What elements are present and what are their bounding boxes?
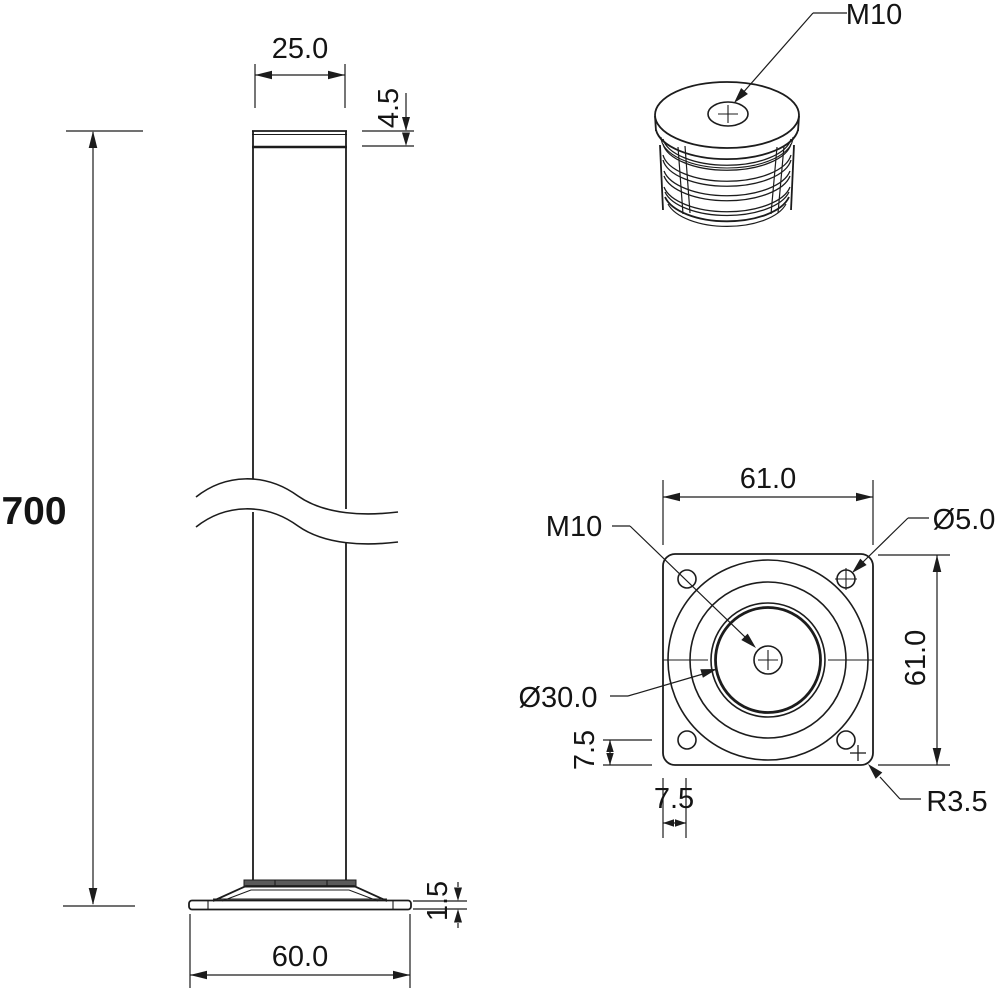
hole-diameter-callout: Ø5.0 — [852, 504, 995, 573]
dim-arrowhead — [675, 819, 686, 827]
screw-hole-bottom-left — [677, 730, 697, 750]
dim-arrowhead — [663, 492, 680, 502]
dim-arrowhead — [88, 131, 98, 148]
cap-bottom-rim-inner — [667, 203, 787, 227]
cap-flange-inner-arc — [660, 136, 794, 169]
dim-plate-width-label: 61.0 — [740, 463, 796, 495]
dim-arrowhead — [856, 492, 873, 502]
cap-fin — [663, 175, 791, 202]
leader-arrowhead — [734, 88, 748, 103]
dim-plate-height-label: 61.0 — [900, 630, 932, 686]
leader-arrowhead — [700, 669, 717, 678]
plate-thread-callout: M10 — [546, 511, 756, 648]
dim-base-width-label: 60.0 — [272, 941, 328, 973]
dim-arrowhead — [663, 819, 674, 827]
dim-arrowhead — [328, 70, 345, 80]
cap-thread-callout: M10 — [734, 0, 902, 103]
corner-radius-label: R3.5 — [926, 786, 987, 818]
dim-base-plate-thickness: 1.5 — [413, 881, 467, 928]
dim-hole-offset-horizontal: 7.5 — [654, 778, 694, 838]
cap-flange-bottom-arc — [655, 129, 799, 161]
leader-line — [627, 673, 704, 697]
cap-top-face — [654, 81, 800, 149]
dim-top-width: 25.0 — [254, 33, 346, 108]
dim-arrowhead — [606, 740, 614, 752]
dim-arrowhead — [932, 748, 942, 765]
foot-dome-outline — [212, 885, 388, 902]
cap-thread-label: M10 — [846, 0, 902, 31]
dim-plate-width: 61.0 — [662, 463, 874, 545]
leader-line — [879, 776, 901, 800]
dim-plate-height: 61.0 — [878, 554, 950, 766]
dim-arrowhead — [932, 555, 942, 572]
leader-arrowhead — [868, 764, 883, 779]
cap-fin — [662, 143, 792, 171]
tube-outer-circle — [710, 602, 826, 718]
leader-line — [629, 525, 746, 638]
cap-bottom-rim — [664, 196, 790, 223]
screw-hole-top-left — [677, 569, 697, 589]
cap-vertical-rib — [777, 145, 785, 214]
corner-radius-callout: R3.5 — [868, 764, 988, 818]
dim-arrowhead — [402, 132, 410, 146]
dim-arrowhead — [454, 909, 462, 923]
cap-body-right-edge — [790, 144, 795, 211]
dim-total-height-label: 700 — [1, 490, 66, 533]
tube-inner-circle — [714, 606, 822, 714]
dim-arrowhead — [393, 970, 410, 980]
leader-line — [740, 12, 814, 96]
leader-arrowhead — [741, 633, 756, 648]
plate-top-view: 61.0 61.0 7.5 7.5 — [519, 463, 995, 838]
screw-hole-bottom-right — [836, 730, 856, 750]
dim-hole-offset-vertical-label: 7.5 — [569, 730, 601, 770]
center-thread-hole — [753, 645, 783, 675]
cap-fin — [662, 138, 792, 166]
plate-thread-label: M10 — [546, 511, 602, 543]
dim-arrowhead — [606, 753, 614, 765]
dim-top-width-label: 25.0 — [272, 33, 328, 65]
dim-arrowhead — [402, 117, 410, 131]
dim-cap-height: 4.5 — [362, 88, 414, 147]
cap-fin — [662, 159, 792, 187]
foot-dome-inner-line — [221, 889, 379, 902]
leader-line — [861, 517, 909, 564]
break-line-lower — [195, 508, 399, 545]
tube-diameter-label: Ø30.0 — [519, 682, 598, 714]
tube-diameter-callout: Ø30.0 — [519, 669, 717, 714]
base-plate — [188, 899, 412, 911]
cap-thread-hole — [707, 101, 749, 127]
cap-vertical-rib — [684, 145, 691, 214]
dim-base-plate-thickness-label: 1.5 — [422, 881, 454, 921]
cap-body-left-edge — [659, 144, 664, 211]
break-line-upper — [195, 478, 399, 515]
hole-diameter-label: Ø5.0 — [933, 504, 996, 536]
dim-arrowhead — [454, 887, 462, 901]
dim-base-width: 60.0 — [189, 914, 411, 988]
base-collar — [243, 879, 357, 888]
dim-cap-height-label: 4.5 — [373, 88, 405, 128]
leader-arrowhead — [852, 558, 867, 573]
cap-fin — [663, 186, 791, 213]
dim-hole-offset-vertical: 7.5 — [569, 730, 652, 770]
dim-arrowhead — [190, 970, 207, 980]
cap-iso-view: M10 — [654, 0, 902, 227]
dim-arrowhead — [88, 888, 98, 905]
dim-arrowhead — [255, 70, 272, 80]
dim-total-height: 700 — [1, 130, 143, 907]
front-view: 25.0 4.5 700 1.5 — [1, 33, 467, 988]
dim-hole-offset-horizontal-label: 7.5 — [654, 783, 694, 815]
